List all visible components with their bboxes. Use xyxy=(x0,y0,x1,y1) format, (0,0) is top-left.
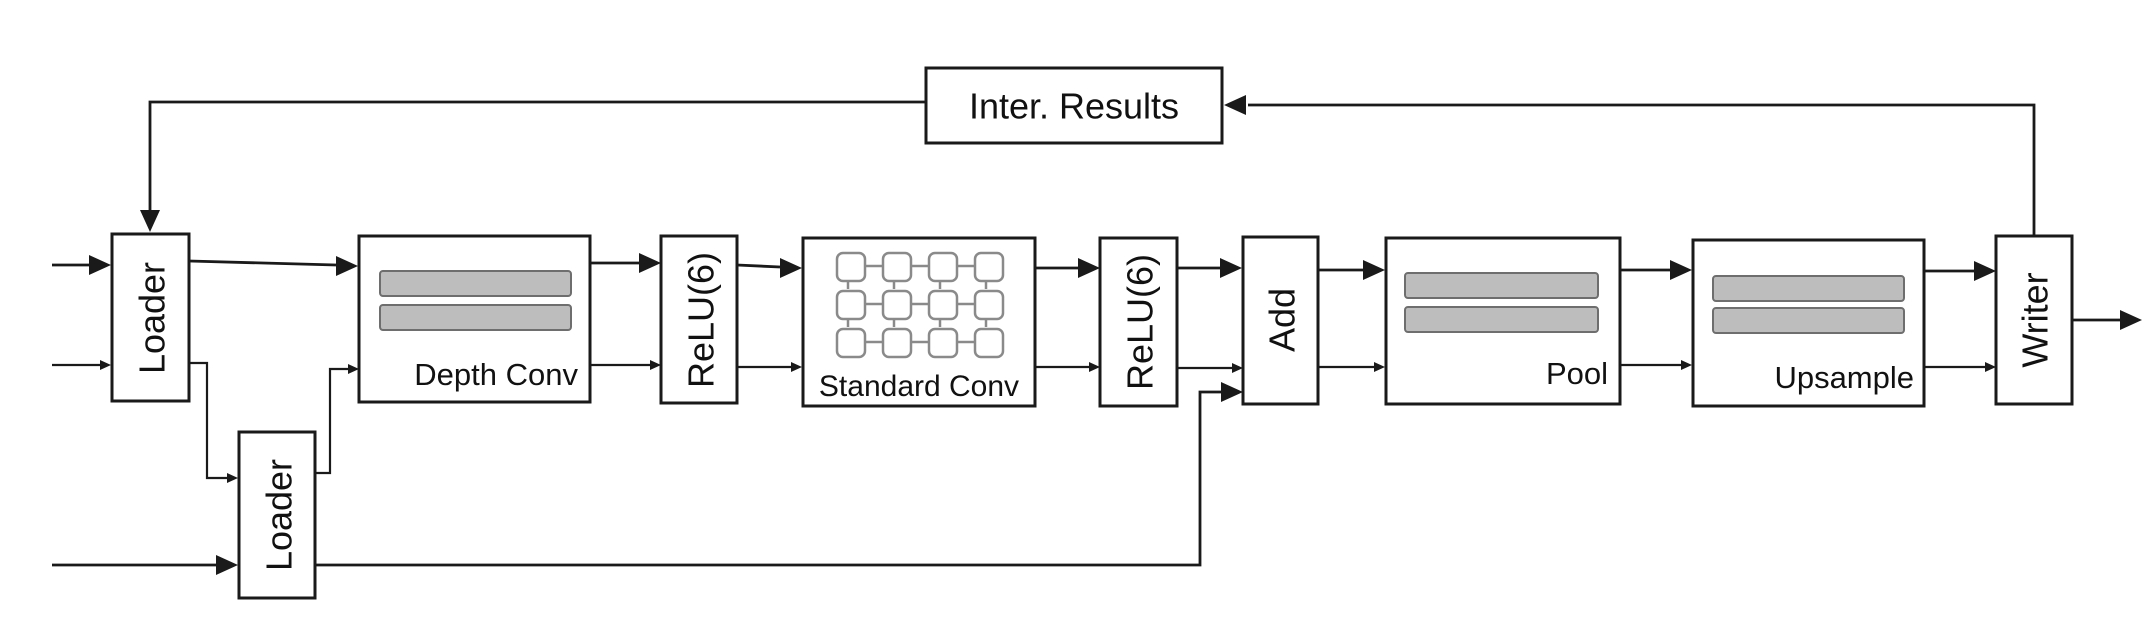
arrowhead-into-loader-top xyxy=(140,210,160,232)
arrowhead-into-add-a xyxy=(1220,258,1242,278)
loader-top-label: Loader xyxy=(132,262,173,374)
relu-1-label: ReLU(6) xyxy=(681,252,722,388)
arrowhead-into-loader-bottom xyxy=(227,473,238,483)
writer-label: Writer xyxy=(2015,272,2056,367)
arrowhead-input-3 xyxy=(216,555,238,575)
depth-conv-label: Depth Conv xyxy=(414,357,578,392)
standard-conv-block: Standard Conv xyxy=(801,236,1037,408)
loader-bottom-label: Loader xyxy=(259,459,300,571)
depth-conv-bar-2 xyxy=(379,304,572,331)
loader-bottom-block: Loader xyxy=(237,430,317,600)
loader-top-block: Loader xyxy=(110,232,191,403)
pool-block: Pool xyxy=(1384,236,1622,406)
depth-conv-bar-1 xyxy=(379,270,572,297)
standard-conv-label: Standard Conv xyxy=(819,370,1019,403)
arrowhead-into-add-skip xyxy=(1221,382,1243,402)
arrowhead-into-relu2-a xyxy=(1078,258,1100,278)
wire-relu1-to-stdconv-a xyxy=(736,263,781,269)
arrowhead-into-stdconv-b xyxy=(791,362,802,372)
relu-block-1: ReLU(6) xyxy=(659,234,739,405)
upsample-bar-2 xyxy=(1712,307,1905,334)
wire-loader-bottom-to-add xyxy=(315,390,1222,567)
wire-loader-bottom-to-depthconv xyxy=(315,367,350,475)
arrowhead-into-relu1-a xyxy=(639,253,661,273)
pe-grid xyxy=(835,251,1005,359)
arrowhead-into-relu1-b xyxy=(650,360,661,370)
arrowhead-into-writer-b xyxy=(1985,362,1996,372)
arrowhead-into-upsample-a xyxy=(1670,260,1692,280)
upsample-block: Upsample xyxy=(1691,238,1926,408)
feedback-wire-writer-to-results xyxy=(1248,103,2036,236)
upsample-bar-1 xyxy=(1712,275,1905,302)
wire-loader-top-to-loader-bottom xyxy=(189,361,228,480)
inter-results-block: Inter. Results xyxy=(924,66,1224,145)
pool-bar-1 xyxy=(1404,272,1599,299)
relu-block-2: ReLU(6) xyxy=(1098,236,1179,408)
pool-bar-2 xyxy=(1404,306,1599,333)
depth-conv-block: Depth Conv xyxy=(357,234,592,404)
inter-results-label: Inter. Results xyxy=(969,86,1179,127)
writer-block: Writer xyxy=(1994,234,2074,406)
arrowhead-output xyxy=(2120,310,2142,330)
arrowhead-into-results xyxy=(1224,95,1246,115)
feedback-wire-results-to-loader xyxy=(148,100,926,210)
upsample-label: Upsample xyxy=(1774,360,1914,395)
pool-label: Pool xyxy=(1546,356,1608,391)
arrowhead-into-pool-a xyxy=(1363,260,1385,280)
wire-loader-to-depthconv xyxy=(188,259,337,267)
arrowhead-into-relu2-b xyxy=(1089,362,1100,372)
arrowhead-into-upsample-b xyxy=(1681,360,1692,370)
arrowhead-into-stdconv-a xyxy=(780,258,802,278)
arrowhead-into-writer-a xyxy=(1974,261,1996,281)
arrowhead-input-1 xyxy=(89,255,111,275)
relu-2-label: ReLU(6) xyxy=(1120,254,1161,390)
add-block: Add xyxy=(1241,235,1320,406)
arrowhead-into-add-b xyxy=(1232,363,1243,373)
arrowhead-into-depthconv-2 xyxy=(348,364,359,374)
arrowhead-into-depthconv xyxy=(336,256,358,276)
arrowhead-input-2 xyxy=(100,360,111,370)
add-label: Add xyxy=(1262,288,1303,352)
arrowhead-into-pool-b xyxy=(1374,362,1385,372)
